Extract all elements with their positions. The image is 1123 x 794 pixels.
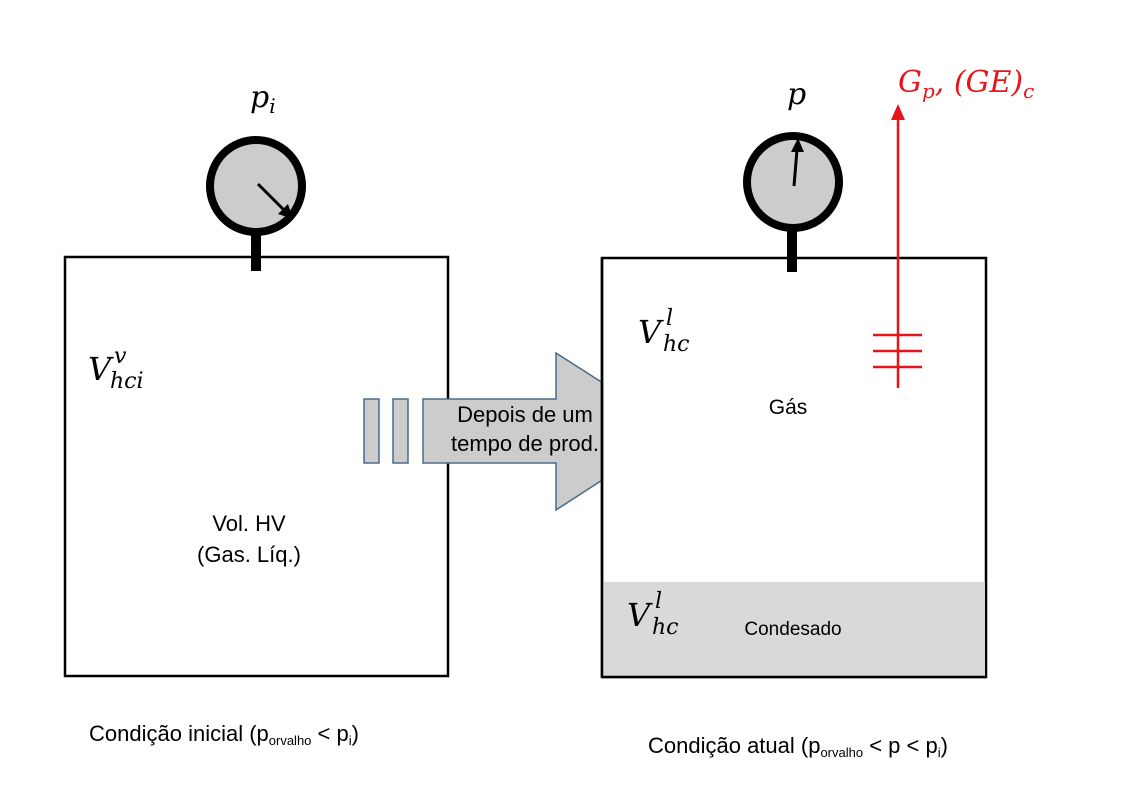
left-tank-outline — [63, 255, 450, 678]
left-volume-symbol: V — [88, 350, 114, 388]
production-arrow-head — [891, 104, 905, 120]
production-label: Gp, (GE)c — [898, 65, 1034, 103]
condensate-volume-sub: hc — [652, 615, 679, 640]
left-gauge-label: pi — [250, 80, 276, 118]
arrow-stripe-1 — [363, 398, 380, 464]
left-pressure-gauge — [206, 136, 306, 236]
condensate-label: Condesado — [744, 619, 841, 640]
left-content-line1: Vol. HV — [212, 511, 286, 536]
left-gauge-needle — [256, 182, 287, 213]
right-tank: p V l hc Gás V l hc Condesado — [600, 77, 988, 679]
production-well: Gp, (GE)c — [873, 65, 1034, 388]
right-gas-volume-sup: l — [666, 306, 673, 331]
condensate-layer — [603, 582, 985, 676]
left-tank: pi V v hci Vol. HV (Gas. Líq.) — [63, 80, 450, 678]
right-caption: Condição atual (porvalho < p < pi) — [648, 733, 948, 760]
right-gauge-needle-head — [791, 138, 804, 152]
condensate-volume-sup: l — [655, 589, 662, 614]
arrow-label-line1: Depois de um — [457, 402, 593, 427]
arrow-stripe-2 — [392, 398, 409, 464]
right-gauge-label: p — [787, 77, 806, 112]
left-caption: Condição inicial (porvalho < pi) — [89, 721, 359, 748]
left-gauge-needle-head — [278, 204, 293, 219]
right-gauge-needle — [792, 149, 799, 187]
gas-label: Gás — [769, 396, 808, 419]
left-content-line2: (Gas. Líq.) — [197, 542, 301, 567]
left-volume-sub: hci — [110, 369, 144, 394]
left-volume-sup: v — [114, 344, 127, 369]
right-gas-volume-sub: hc — [663, 332, 690, 357]
condensate-volume-symbol: V — [627, 596, 653, 634]
right-gas-volume-symbol: V — [638, 313, 664, 351]
arrow-label-line2: tempo de prod. — [451, 431, 599, 456]
